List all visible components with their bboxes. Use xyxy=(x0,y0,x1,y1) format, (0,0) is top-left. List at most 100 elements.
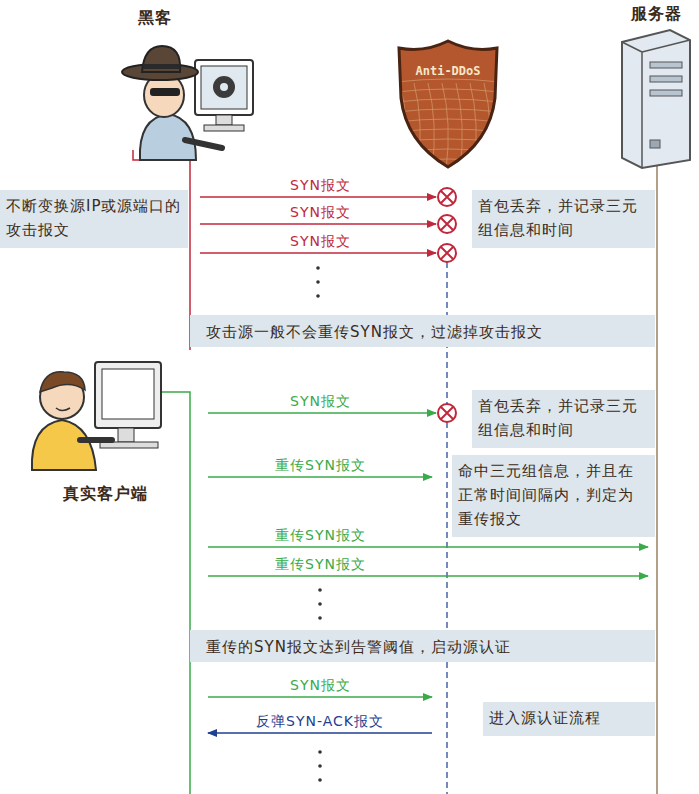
hacker-figure xyxy=(142,46,180,72)
note-text: 首包丢弃，并记录三元组信息和时间 xyxy=(478,194,649,242)
ellipsis-dots xyxy=(318,602,322,606)
shield-texture xyxy=(470,83,476,170)
note-box: 进入源认证流程 xyxy=(483,702,655,736)
note-band: 攻击源一般不会重传SYN报文，过滤掉攻击报文 xyxy=(190,315,655,347)
message-arrow xyxy=(208,696,432,698)
message-arrow xyxy=(208,546,648,548)
hacker-figure xyxy=(220,83,228,91)
lifeline xyxy=(133,150,657,794)
message-arrow xyxy=(208,575,648,577)
hacker-figure xyxy=(150,88,180,96)
hacker-figure xyxy=(204,125,244,131)
message-label: SYN报文 xyxy=(290,232,351,250)
drop-mark xyxy=(438,188,456,422)
actor-label: 真实客户端 xyxy=(42,484,168,504)
shield-texture xyxy=(396,79,500,170)
message-arrow xyxy=(200,196,436,198)
hacker-figure xyxy=(122,46,253,160)
note-box: 不断变换源IP或源端口的攻击报文 xyxy=(0,190,188,248)
drop-mark xyxy=(438,188,456,206)
drop-mark xyxy=(441,247,453,259)
shield-texture xyxy=(396,89,500,92)
message-arrow xyxy=(208,412,436,414)
lifeline xyxy=(160,392,190,794)
note-text: 命中三元组信息，并且在正常时间间隔内，判定为重传报文 xyxy=(458,459,649,531)
message-arrow xyxy=(200,252,436,254)
shield-texture xyxy=(396,109,500,112)
ellipsis-dots xyxy=(318,588,322,592)
message-arrow xyxy=(208,476,432,478)
actor-name: 黑客 xyxy=(120,8,190,28)
hacker-figure xyxy=(195,60,253,115)
message-label: SYN报文 xyxy=(290,176,351,194)
server-figure xyxy=(622,30,690,168)
shield-shape xyxy=(396,38,500,170)
ellipsis-dots xyxy=(318,778,322,782)
shield-texture xyxy=(396,149,500,152)
shield-outline xyxy=(399,41,497,167)
shield-texture xyxy=(396,119,500,122)
lifeline xyxy=(656,166,657,794)
note-band: 重传的SYN报文达到告警阈值，启动源认证 xyxy=(190,630,655,662)
message-arrow xyxy=(200,223,436,225)
shield-texture xyxy=(442,83,448,170)
drop-mark xyxy=(441,218,453,230)
message-label: SYN报文 xyxy=(290,392,351,410)
shield-texture xyxy=(396,79,500,82)
client-figure xyxy=(118,428,134,442)
ellipsis-dots xyxy=(318,750,322,754)
drop-mark xyxy=(441,191,453,203)
note-text: 进入源认证流程 xyxy=(489,706,649,730)
ellipsis-dots xyxy=(316,280,320,284)
ellipsis-dots xyxy=(318,764,322,768)
shield: Anti-DDoS xyxy=(396,38,500,170)
server-figure xyxy=(622,40,690,168)
client-figure xyxy=(56,408,70,411)
note-box: 首包丢弃，并记录三元组信息和时间 xyxy=(472,190,655,248)
note-box: 首包丢弃，并记录三元组信息和时间 xyxy=(472,390,655,448)
hacker-figure xyxy=(143,64,180,69)
shield-texture xyxy=(498,83,500,170)
server-figure xyxy=(650,62,682,68)
note-text: 首包丢弃，并记录三元组信息和时间 xyxy=(478,394,649,442)
client-figure xyxy=(95,362,161,428)
actor-name: 服务器 xyxy=(618,4,694,24)
drop-mark xyxy=(438,215,456,233)
client-figure xyxy=(32,362,161,470)
actor-label: 黑客 xyxy=(120,8,190,28)
shield-texture xyxy=(414,83,420,170)
message-label: 重传SYN报文 xyxy=(275,555,366,573)
note-text: 不断变换源IP或源端口的攻击报文 xyxy=(6,194,182,242)
drop-mark xyxy=(438,404,456,422)
server-figure xyxy=(622,30,690,168)
client-figure xyxy=(40,372,85,392)
hacker-figure xyxy=(185,140,222,148)
shield-texture xyxy=(396,159,500,162)
client-figure xyxy=(32,420,96,470)
message-label: SYN报文 xyxy=(290,203,351,221)
ellipsis-dots xyxy=(318,616,322,620)
actor-label: 服务器 xyxy=(618,4,694,24)
server-figure xyxy=(650,76,682,82)
message-label: SYN报文 xyxy=(290,676,351,694)
drop-mark xyxy=(441,407,453,419)
hacker-figure xyxy=(140,114,196,160)
note-text: 攻击源一般不会重传SYN报文，过滤掉攻击报文 xyxy=(206,321,639,343)
server-figure xyxy=(650,140,660,148)
lifeline xyxy=(133,150,190,350)
client-figure xyxy=(102,369,154,419)
ellipsis-dots xyxy=(316,294,320,298)
hacker-figure xyxy=(216,115,232,125)
shield-texture xyxy=(396,139,500,142)
message-label: 反弹SYN-ACK报文 xyxy=(256,712,384,730)
message-label: 重传SYN报文 xyxy=(275,456,366,474)
note-text: 重传的SYN报文达到告警阈值，启动源认证 xyxy=(206,636,639,658)
shield-label: Anti-DDoS xyxy=(396,64,500,78)
ellipsis-dots xyxy=(316,266,320,270)
actor-name: 真实客户端 xyxy=(42,484,168,504)
message-arrow xyxy=(208,732,432,734)
hacker-figure xyxy=(213,76,235,98)
message-label: 重传SYN报文 xyxy=(275,526,366,544)
drop-mark xyxy=(438,244,456,262)
server-figure xyxy=(650,90,682,96)
